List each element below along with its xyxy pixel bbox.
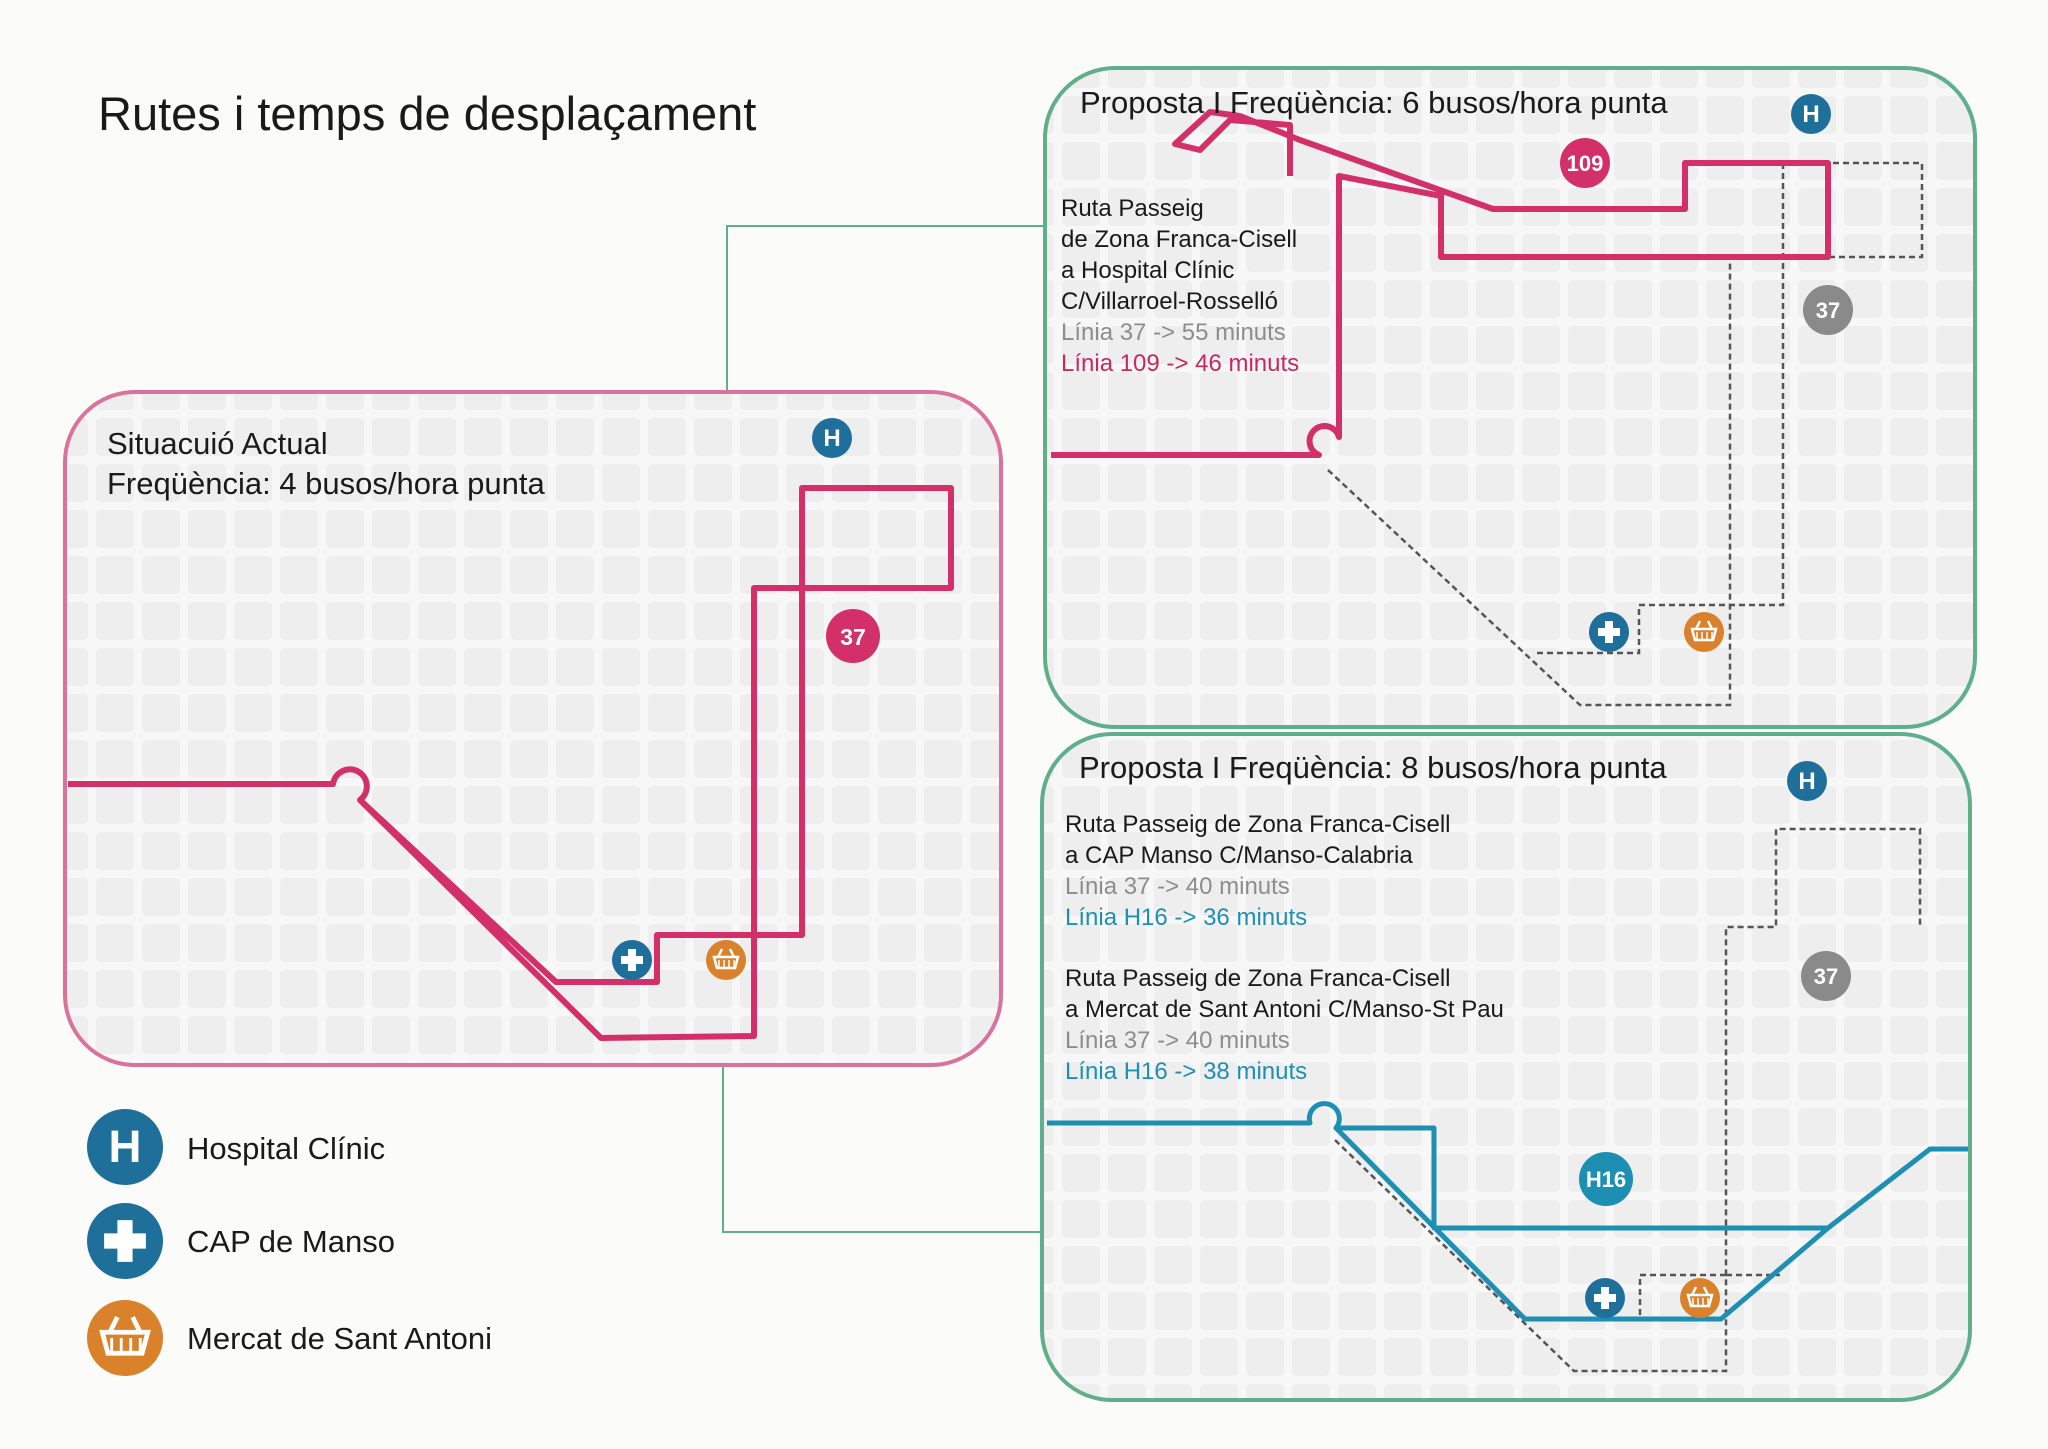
route-line: C/Villarroel-Rosselló bbox=[1061, 288, 1278, 315]
route-37-current bbox=[68, 485, 954, 1041]
connector-line-bottom bbox=[722, 1065, 1042, 1233]
current-situation-panel bbox=[63, 390, 1003, 1067]
legend-hospital-icon: H bbox=[87, 1109, 163, 1185]
badge-H16: H16 bbox=[1579, 1152, 1633, 1206]
current-situation-map bbox=[65, 392, 1001, 1065]
legend-cap-label: CAP de Manso bbox=[187, 1224, 395, 1259]
route-line: a Mercat de Sant Antoni C/Manso-St Pau bbox=[1065, 996, 1504, 1023]
hospital-icon bbox=[1787, 761, 1827, 801]
route-line: Ruta Passeig bbox=[1061, 195, 1204, 222]
svg-text:37: 37 bbox=[840, 624, 866, 650]
page-title: Rutes i temps de desplaçament bbox=[98, 87, 757, 140]
route-H16 bbox=[1047, 1101, 1969, 1322]
hospital-icon bbox=[812, 418, 852, 458]
market-basket-icon bbox=[1682, 610, 1726, 654]
legend-cap-health-center-icon bbox=[87, 1203, 163, 1279]
cap-health-center-icon bbox=[612, 940, 652, 980]
route-37-dashed bbox=[1327, 161, 1924, 707]
proposal-8-route1-text: Ruta Passeig de Zona Franca-Cisell a CAP… bbox=[1065, 809, 1451, 933]
proposal-6-title: Proposta I Freqüència: 6 busos/hora punt… bbox=[1080, 85, 1668, 120]
legend-hospital-label: Hospital Clínic bbox=[187, 1131, 386, 1166]
route-line: a CAP Manso C/Manso-Calabria bbox=[1065, 842, 1413, 869]
line-37-time: Línia 37 -> 55 minuts bbox=[1061, 319, 1286, 346]
badge-109: 109 bbox=[1560, 138, 1610, 188]
hospital-icon bbox=[1791, 94, 1831, 134]
market-basket-icon bbox=[1678, 1276, 1722, 1320]
market-basket-icon bbox=[704, 938, 748, 982]
badge-37-proposal-6: 37 bbox=[1803, 285, 1853, 335]
route-line: Ruta Passeig de Zona Franca-Cisell bbox=[1065, 811, 1451, 838]
proposal-6-map bbox=[1045, 68, 1975, 727]
svg-text:37: 37 bbox=[1816, 298, 1840, 323]
current-situation-title: Situacuió Actual bbox=[107, 426, 328, 461]
proposal-8-title: Proposta I Freqüència: 8 busos/hora punt… bbox=[1079, 750, 1667, 785]
legend-market-label: Mercat de Sant Antoni bbox=[187, 1321, 493, 1356]
svg-text:109: 109 bbox=[1567, 151, 1604, 176]
badge-37-current: 37 bbox=[826, 609, 880, 663]
cap-health-center-icon bbox=[1585, 1278, 1625, 1318]
proposal-6-route-text: Ruta Passeig de Zona Franca-Cisell a Hos… bbox=[1061, 193, 1299, 379]
legend-market-basket-icon bbox=[87, 1300, 163, 1376]
route-line: a Hospital Clínic bbox=[1061, 257, 1235, 284]
line-37-time: Línia 37 -> 40 minuts bbox=[1065, 873, 1290, 900]
route-line: de Zona Franca-Cisell bbox=[1061, 226, 1298, 253]
proposal-6-panel bbox=[1043, 66, 1977, 729]
svg-text:H16: H16 bbox=[1586, 1167, 1626, 1192]
svg-text:37: 37 bbox=[1814, 964, 1838, 989]
line-H16-time: Línia H16 -> 38 minuts bbox=[1065, 1058, 1308, 1085]
route-109 bbox=[1051, 109, 1831, 458]
connector-line-top bbox=[726, 225, 1045, 392]
line-37-time: Línia 37 -> 40 minuts bbox=[1065, 1027, 1290, 1054]
cap-health-center-icon bbox=[1589, 612, 1629, 652]
current-frequency: Freqüència: 4 busos/hora punta bbox=[107, 466, 545, 501]
proposal-8-route2-text: Ruta Passeig de Zona Franca-Cisell a Mer… bbox=[1065, 963, 1504, 1087]
badge-37-proposal-8: 37 bbox=[1801, 951, 1851, 1001]
proposal-8-panel bbox=[1040, 732, 1972, 1402]
svg-text:H: H bbox=[109, 1121, 142, 1172]
line-H16-time: Línia H16 -> 36 minuts bbox=[1065, 904, 1308, 931]
route-line: Ruta Passeig de Zona Franca-Cisell bbox=[1065, 965, 1451, 992]
proposal-8-map bbox=[1042, 734, 1970, 1400]
line-109-time: Línia 109 -> 46 minuts bbox=[1061, 350, 1300, 377]
